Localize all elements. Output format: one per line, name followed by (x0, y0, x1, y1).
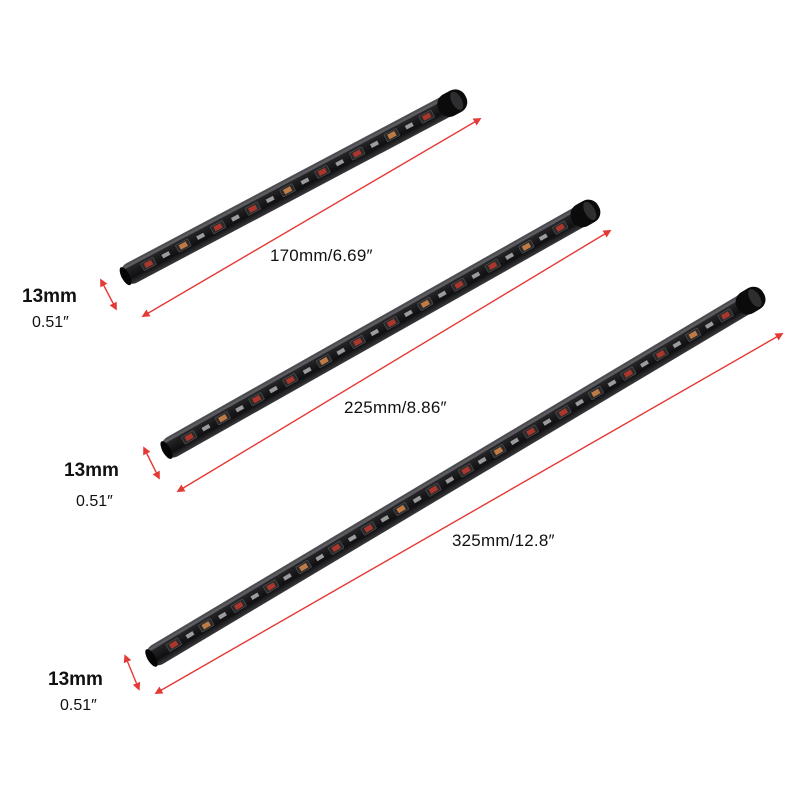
strip-2-length-dimension-line (176, 229, 612, 493)
strip-3-start-cap (145, 649, 158, 667)
strip-3-end-cap-face (748, 289, 762, 308)
strip-2-width-mm-label: 13mm (64, 460, 119, 481)
strip-3-length-dimension-line (154, 333, 784, 694)
strip-1-end-cap-face (450, 91, 464, 110)
strip-3-highlight (148, 292, 748, 651)
strip-2-end-cap-face (583, 201, 597, 220)
strip-3-length-label: 325mm/12.8″ (452, 531, 555, 550)
strip-1-length-label: 170mm/6.69″ (270, 246, 373, 265)
strip-1-width-mm-label: 13mm (22, 286, 77, 307)
strip-2-width-dimension-line (143, 446, 160, 480)
strip-1-width-in-label: 0.51″ (32, 314, 69, 331)
strip-2-led-12-die (555, 223, 565, 232)
strip-1-length-dimension-line (141, 117, 482, 318)
strip-3-pad-17 (704, 321, 714, 329)
strip-1-highlight (123, 95, 450, 270)
strip-3 (145, 286, 766, 667)
strip-1-start-cap (119, 267, 132, 286)
strip-3-led-18-die (720, 311, 731, 320)
strip-3-width-mm-label: 13mm (48, 669, 103, 690)
strip-1-width-dimension-line (100, 278, 117, 311)
strip-3-width-dimension-line (123, 654, 141, 691)
strip-3-width-in-label: 0.51″ (60, 697, 97, 714)
strip-2-width-in-label: 0.51″ (76, 493, 113, 510)
strip-2-length-label: 225mm/8.86″ (344, 398, 447, 417)
